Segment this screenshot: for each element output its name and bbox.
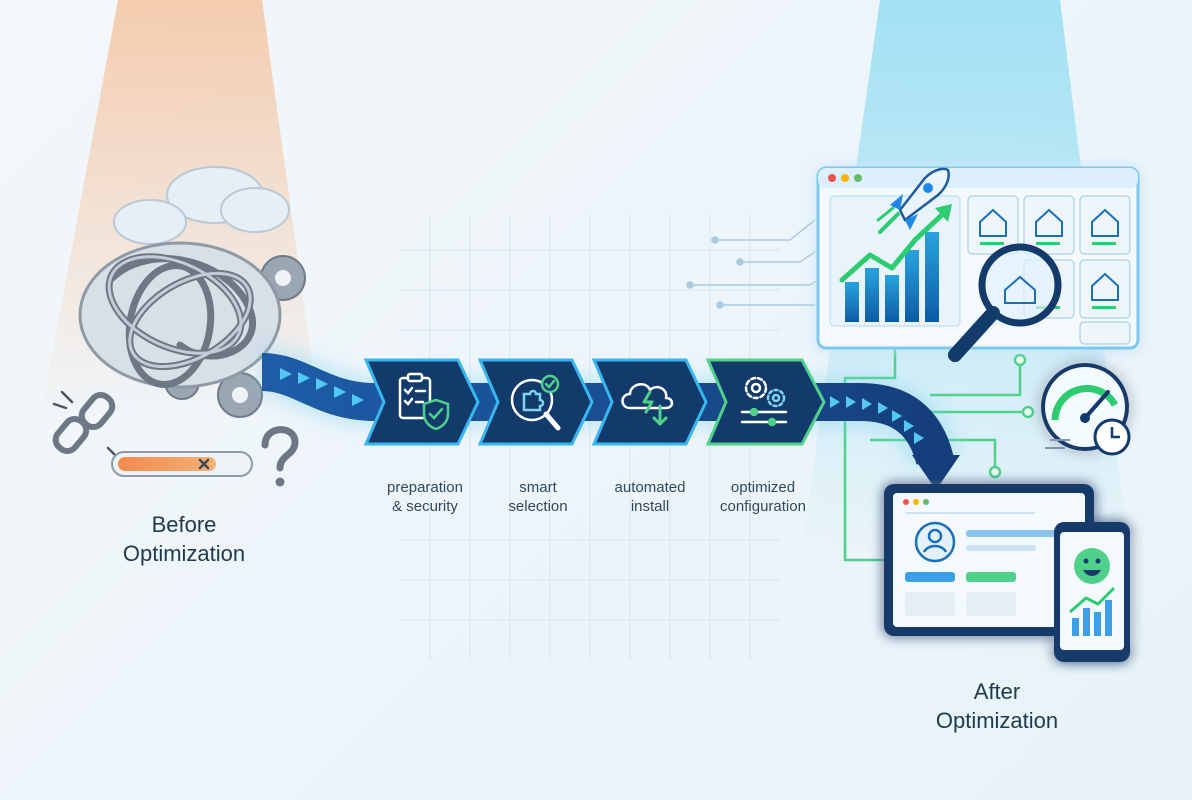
speedometer-clock-icon <box>1041 363 1131 456</box>
rocket-icon <box>876 167 950 234</box>
tangled-cloud-icon <box>78 166 306 418</box>
background-grid <box>400 215 780 660</box>
flow-arrow <box>260 348 960 490</box>
step-caption-configuration: optimized configuration <box>698 478 828 516</box>
step-preparation-security <box>362 356 482 448</box>
step-smart-selection <box>476 356 596 448</box>
question-mark-icon <box>261 426 299 487</box>
caption-line: optimized <box>730 479 796 496</box>
step-optimized-configuration <box>704 356 826 448</box>
caption-line: selection <box>508 498 568 515</box>
gears-sliders-icon <box>740 376 788 427</box>
label-line: Optimization <box>935 708 1059 733</box>
caption-line: install <box>630 498 670 515</box>
analytics-dashboard-window <box>816 166 1140 350</box>
label-line: After <box>973 679 1021 704</box>
before-optimization-label: Before Optimization <box>84 510 284 568</box>
puzzle-magnifier-icon <box>510 374 561 431</box>
caption-line: & security <box>392 498 458 515</box>
step-automated-install <box>590 356 710 448</box>
after-optimization-label: After Optimization <box>897 677 1097 735</box>
cloud-download-icon <box>621 382 674 426</box>
tablet-phone-devices <box>884 484 1130 662</box>
stalled-progress-bar <box>111 451 253 477</box>
caption-line: preparation <box>387 479 463 496</box>
clipboard-shield-icon <box>398 372 450 431</box>
broken-link-icon <box>52 390 120 460</box>
label-line: Before <box>151 512 217 537</box>
step-caption-install: automated install <box>585 478 715 516</box>
label-line: Optimization <box>122 541 246 566</box>
step-caption-preparation: preparation & security <box>360 478 490 516</box>
circuit-traces <box>686 219 836 309</box>
caption-line: smart <box>519 479 557 496</box>
magnifying-glass-icon <box>948 243 1062 362</box>
caption-line: configuration <box>720 498 806 515</box>
caption-line: automated <box>614 479 686 496</box>
step-caption-selection: smart selection <box>473 478 603 516</box>
